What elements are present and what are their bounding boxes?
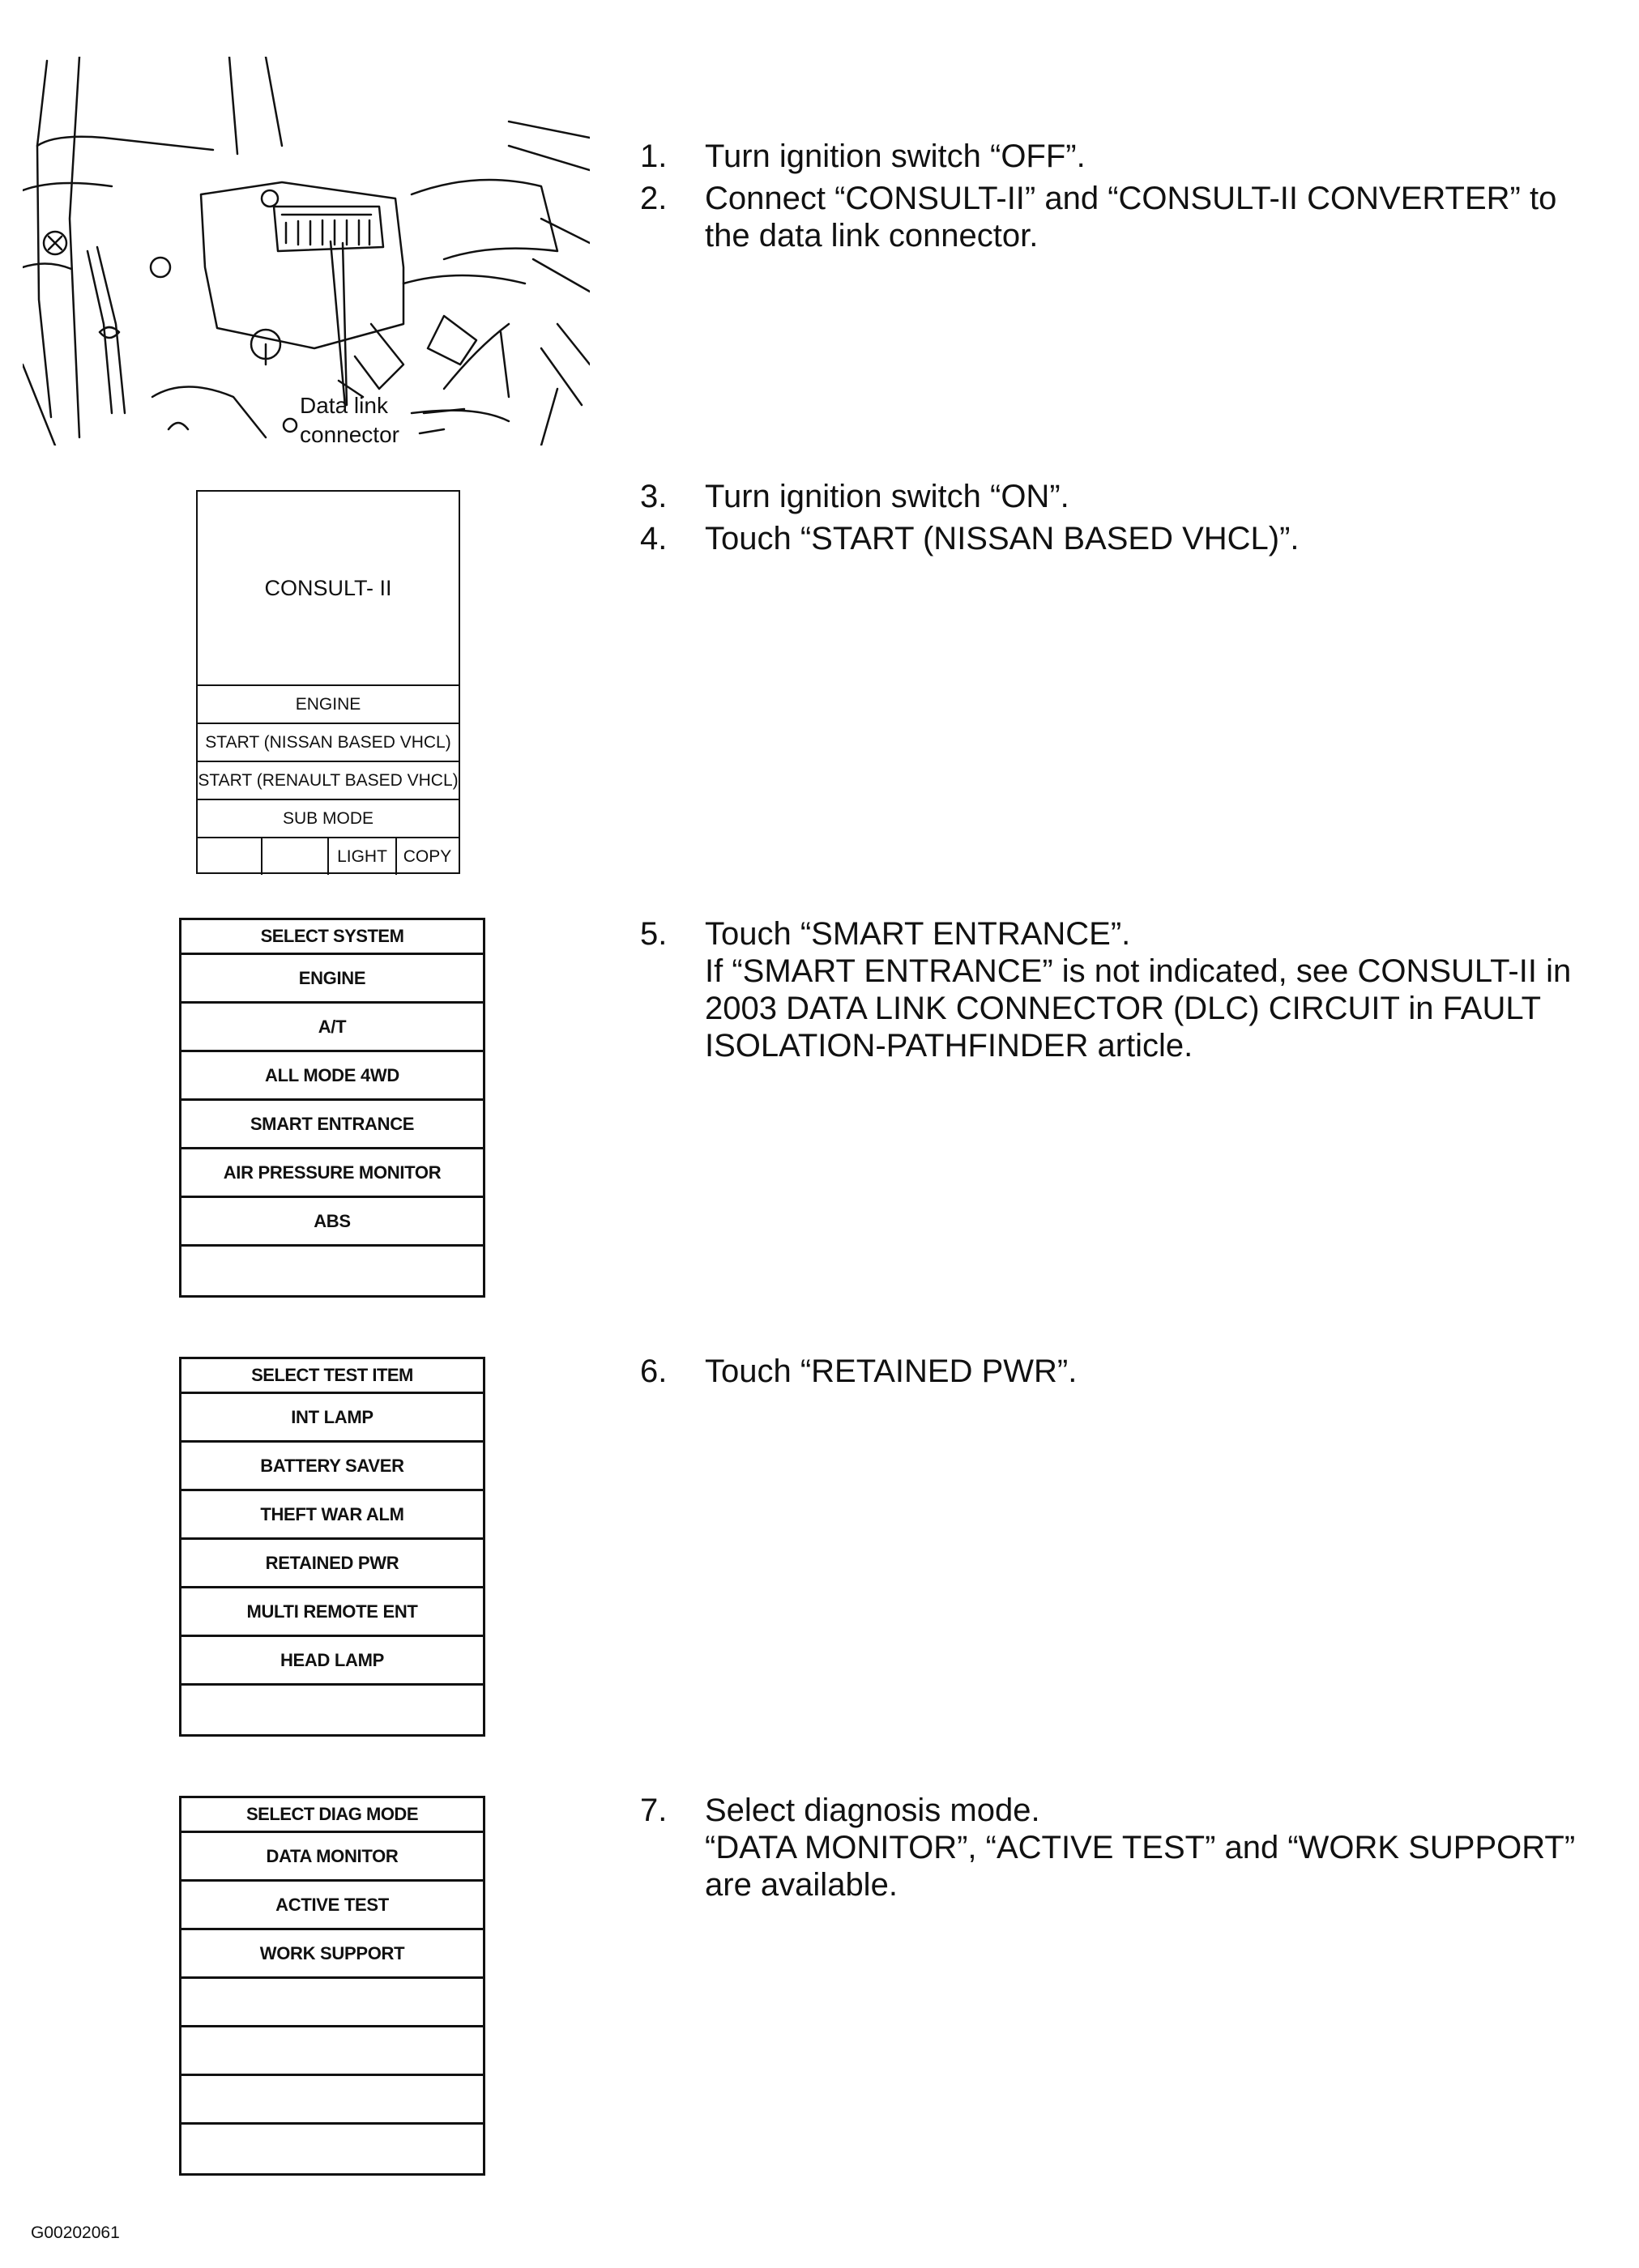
step-4: 4. Touch “START (NISSAN BASED VHCL)”. [640,520,1616,557]
menu-item-engine[interactable]: ENGINE [198,686,459,724]
step-text: Touch “SMART ENTRANCE”. [705,916,1131,952]
step-text: “DATA MONITOR”, “ACTIVE TEST” and “WORK … [705,1830,1576,1865]
system-item-air-pressure-monitor[interactable]: AIR PRESSURE MONITOR [181,1149,483,1198]
step-7: 7. Select diagnosis mode. “DATA MONITOR”… [640,1792,1616,1904]
menu-item-start-nissan[interactable]: START (NISSAN BASED VHCL) [198,724,459,762]
data-link-connector-illustration: Data link connector [23,57,590,446]
step-text: Connect “CONSULT-II” and “CONSULT-II CON… [705,181,1557,216]
illustration-label-line1: Data link [300,393,389,418]
consult-logo: CONSULT- II [198,492,459,686]
select-test-item-screen: SELECT TEST ITEM INT LAMP BATTERY SAVER … [179,1357,485,1737]
step-6: 6. Touch “RETAINED PWR”. [640,1353,1616,1390]
test-item-int-lamp[interactable]: INT LAMP [181,1394,483,1443]
step-text: Touch “START (NISSAN BASED VHCL)”. [705,521,1300,556]
system-item-engine[interactable]: ENGINE [181,955,483,1004]
step-number: 6. [640,1354,668,1389]
light-button[interactable]: LIGHT [329,838,397,875]
step-number: 4. [640,521,668,556]
step-1: 1. Turn ignition switch “OFF”. [640,138,1616,175]
step-number: 3. [640,479,668,514]
step-number: 5. [640,916,668,952]
system-item-all-mode-4wd[interactable]: ALL MODE 4WD [181,1052,483,1101]
select-diag-mode-screen: SELECT DIAG MODE DATA MONITOR ACTIVE TES… [179,1796,485,2176]
diag-item-empty-2[interactable] [181,2027,483,2076]
step-number: 2. [640,181,668,216]
blank-button-1[interactable] [198,838,262,875]
step-text: Touch “RETAINED PWR”. [705,1354,1078,1389]
select-system-screen: SELECT SYSTEM ENGINE A/T ALL MODE 4WD SM… [179,918,485,1298]
step-text: are available. [705,1867,898,1903]
diag-item-work-support[interactable]: WORK SUPPORT [181,1930,483,1979]
system-item-at[interactable]: A/T [181,1004,483,1052]
step-number: 7. [640,1793,668,1828]
step-text: If “SMART ENTRANCE” is not indicated, se… [705,953,1572,989]
test-item-multi-remote-ent[interactable]: MULTI REMOTE ENT [181,1588,483,1637]
select-system-header: SELECT SYSTEM [181,920,483,955]
illustration-label-line2: connector [300,422,399,446]
diag-item-empty-3[interactable] [181,2076,483,2125]
menu-item-start-renault[interactable]: START (RENAULT BASED VHCL) [198,762,459,800]
bottom-button-bar: LIGHT COPY [198,838,459,875]
step-text: Select diagnosis mode. [705,1793,1040,1828]
steps-3-4: 3. Turn ignition switch “ON”. 4. Touch “… [640,478,1616,562]
step-2: 2. Connect “CONSULT-II” and “CONSULT-II … [640,180,1616,254]
diag-item-empty-4[interactable] [181,2125,483,2173]
step-3: 3. Turn ignition switch “ON”. [640,478,1616,515]
step-text: Turn ignition switch “OFF”. [705,139,1086,174]
system-item-abs[interactable]: ABS [181,1198,483,1247]
step-text: ISOLATION-PATHFINDER article. [705,1028,1193,1064]
test-item-theft-war-alm[interactable]: THEFT WAR ALM [181,1491,483,1540]
step-number: 1. [640,139,668,174]
step-text: 2003 DATA LINK CONNECTOR (DLC) CIRCUIT i… [705,991,1542,1026]
steps-5: 5. Touch “SMART ENTRANCE”. If “SMART ENT… [640,915,1616,1069]
select-test-item-header: SELECT TEST ITEM [181,1359,483,1394]
figure-code: G00202061 [31,2223,120,2242]
steps-6: 6. Touch “RETAINED PWR”. [640,1353,1616,1395]
diag-item-active-test[interactable]: ACTIVE TEST [181,1882,483,1930]
test-item-battery-saver[interactable]: BATTERY SAVER [181,1443,483,1491]
system-item-empty[interactable] [181,1247,483,1295]
test-item-head-lamp[interactable]: HEAD LAMP [181,1637,483,1686]
select-diag-mode-header: SELECT DIAG MODE [181,1798,483,1833]
test-item-empty[interactable] [181,1686,483,1734]
consult-start-screen: CONSULT- II ENGINE START (NISSAN BASED V… [196,490,460,875]
diag-item-data-monitor[interactable]: DATA MONITOR [181,1833,483,1882]
step-text: the data link connector. [705,218,1039,254]
step-5: 5. Touch “SMART ENTRANCE”. If “SMART ENT… [640,915,1616,1064]
system-item-smart-entrance[interactable]: SMART ENTRANCE [181,1101,483,1149]
blank-button-2[interactable] [262,838,329,875]
steps-1-2: 1. Turn ignition switch “OFF”. 2. Connec… [640,138,1616,259]
steps-7: 7. Select diagnosis mode. “DATA MONITOR”… [640,1792,1616,1908]
step-text: Turn ignition switch “ON”. [705,479,1069,514]
diag-item-empty-1[interactable] [181,1979,483,2027]
test-item-retained-pwr[interactable]: RETAINED PWR [181,1540,483,1588]
copy-button[interactable]: COPY [403,846,452,866]
menu-item-sub-mode[interactable]: SUB MODE [198,800,459,838]
